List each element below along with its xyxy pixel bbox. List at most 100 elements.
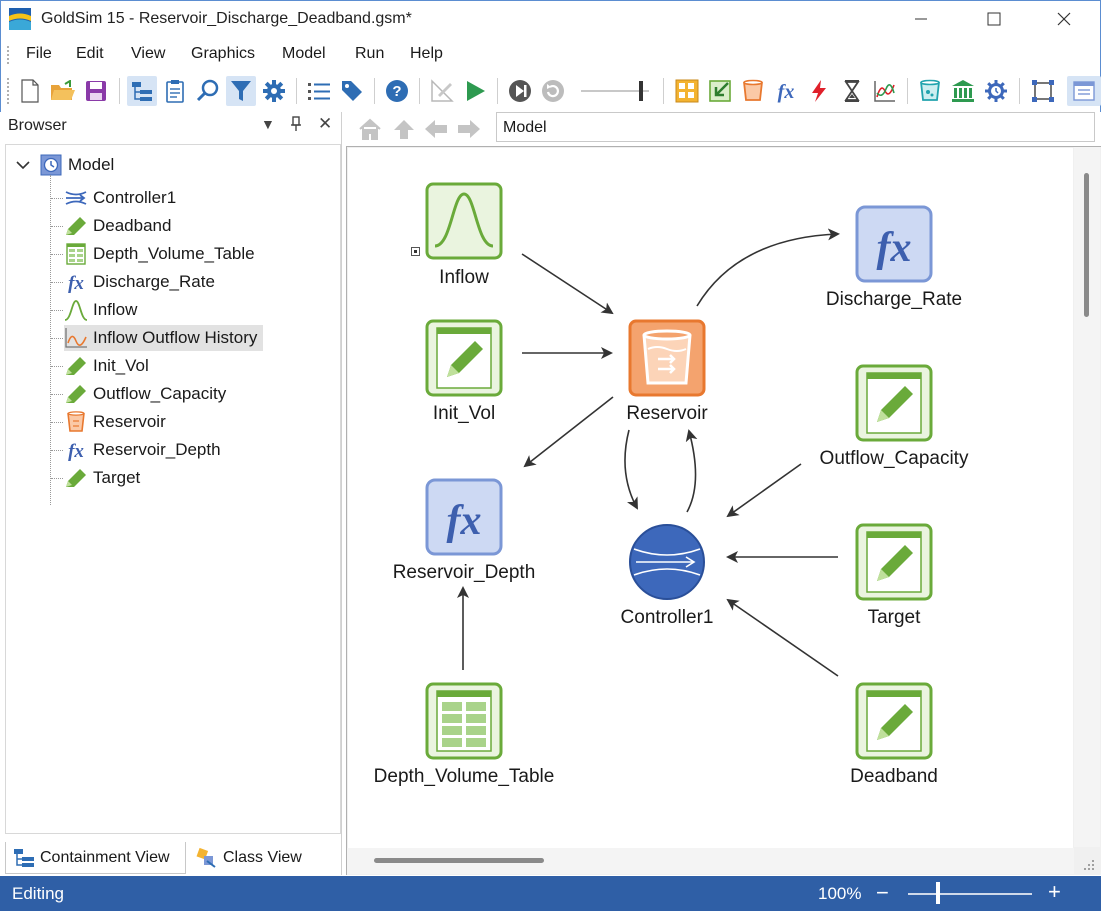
horizontal-scrollbar-thumb[interactable] — [374, 858, 544, 863]
tree-item-controller1[interactable]: Controller1 — [64, 185, 182, 211]
maximize-button[interactable] — [971, 1, 1017, 37]
reservoir-button[interactable] — [738, 76, 768, 106]
close-button[interactable] — [1041, 1, 1087, 37]
tree-item-depth-volume-table[interactable]: Depth_Volume_Table — [64, 241, 261, 267]
zoom-slider[interactable] — [908, 893, 1032, 895]
data-pencil-icon — [64, 215, 88, 237]
menu-edit[interactable]: Edit — [76, 45, 104, 62]
back-button[interactable] — [423, 116, 449, 142]
node-init-vol[interactable] — [425, 319, 503, 397]
menu-bar: File Edit View Graphics Model Run Help — [0, 38, 1101, 70]
node-controller1[interactable] — [628, 523, 706, 601]
filter-button[interactable] — [226, 76, 256, 106]
tree-item-inflow-outflow-history[interactable]: Inflow Outflow History — [64, 325, 264, 351]
vertical-scrollbar-thumb[interactable] — [1084, 173, 1089, 317]
clipboard-icon — [166, 80, 184, 103]
tree-item-outflow-capacity[interactable]: Outflow_Capacity — [64, 381, 232, 407]
containment-browser-button[interactable] — [127, 76, 157, 106]
vertical-scrollbar[interactable] — [1074, 147, 1100, 847]
step-forward-button[interactable] — [505, 76, 535, 106]
model-canvas[interactable]: Inflow Init_Vol Reservoir fx Discharge_R… — [348, 148, 1073, 848]
time-slider[interactable] — [581, 81, 649, 101]
browser-close-icon[interactable]: ✕ — [318, 114, 333, 133]
resize-grip-icon[interactable] — [1082, 858, 1096, 872]
tree-item-target[interactable]: Target — [64, 465, 146, 491]
label-discharge-rate: Discharge_Rate — [825, 289, 963, 310]
zoom-slider-thumb[interactable] — [936, 882, 940, 904]
browser-dropdown-icon[interactable]: ▼ — [261, 116, 275, 132]
tree-item-init-vol[interactable]: Init_Vol — [64, 353, 155, 379]
pencil-ruler-icon — [431, 79, 454, 102]
tab-class-view[interactable]: Class View — [189, 842, 339, 874]
new-file-button[interactable] — [15, 76, 45, 106]
node-outflow-capacity[interactable] — [855, 364, 933, 442]
edit-mode-button[interactable] — [427, 76, 457, 106]
time-slider-thumb[interactable] — [639, 81, 643, 101]
menu-run[interactable]: Run — [355, 45, 385, 62]
list-button[interactable] — [304, 76, 334, 106]
node-inflow[interactable] — [425, 182, 503, 260]
zoom-in-button[interactable]: + — [1048, 879, 1061, 904]
select-frame-button[interactable] — [1028, 76, 1058, 106]
tree-item-deadband[interactable]: Deadband — [64, 213, 177, 239]
node-discharge-rate[interactable]: fx — [855, 205, 933, 283]
pin-icon[interactable] — [290, 116, 302, 135]
chevron-down-icon[interactable] — [16, 160, 30, 170]
expression-button[interactable]: fx — [771, 76, 801, 106]
search-icon — [196, 79, 219, 102]
institution-button[interactable] — [948, 76, 978, 106]
menu-view[interactable]: View — [131, 45, 166, 62]
controller-settings-button[interactable] — [981, 76, 1011, 106]
panel-view-button[interactable] — [1067, 76, 1101, 106]
hourglass-icon — [844, 80, 860, 102]
tag-button[interactable] — [337, 76, 367, 106]
run-button[interactable] — [460, 76, 490, 106]
label-target: Target — [867, 607, 921, 628]
browser-header: Browser ▼ ✕ — [1, 112, 341, 140]
help-button[interactable]: ? — [382, 76, 412, 106]
save-button[interactable] — [81, 76, 111, 106]
horizontal-scrollbar[interactable] — [347, 848, 1074, 874]
document-name: - Reservoir_Discharge_Deadband.gsm* — [124, 10, 412, 27]
node-reservoir-depth[interactable]: fx — [425, 478, 503, 556]
tag-icon — [342, 81, 362, 101]
node-reservoir[interactable] — [628, 319, 706, 397]
node-depth-volume-table[interactable] — [425, 682, 503, 760]
find-button[interactable] — [193, 76, 223, 106]
up-button[interactable] — [391, 116, 417, 142]
options-button[interactable] — [259, 76, 289, 106]
path-field[interactable]: Model — [496, 112, 1095, 142]
container-button[interactable] — [672, 76, 702, 106]
home-button[interactable] — [357, 116, 383, 142]
time-history-result-button[interactable] — [870, 76, 900, 106]
node-target[interactable] — [855, 523, 933, 601]
minimize-button[interactable] — [898, 1, 944, 37]
pool-button[interactable] — [915, 76, 945, 106]
tree-root-label: Model — [68, 155, 115, 174]
filter-icon — [231, 81, 251, 101]
tree-item-inflow[interactable]: Inflow — [64, 297, 143, 323]
reset-button[interactable] — [538, 76, 568, 106]
tree-item-label: Target — [93, 468, 141, 487]
zoom-out-button[interactable]: − — [876, 880, 889, 905]
tree-root-model[interactable]: Model — [16, 153, 114, 177]
import-button[interactable] — [705, 76, 735, 106]
node-deadband[interactable] — [855, 682, 933, 760]
notes-button[interactable] — [160, 76, 190, 106]
forward-button[interactable] — [456, 116, 482, 142]
tree-item-reservoir[interactable]: Reservoir — [64, 409, 172, 435]
list-icon — [308, 83, 330, 100]
timer-button[interactable] — [837, 76, 867, 106]
arrow-left-icon — [425, 120, 447, 138]
menu-help[interactable]: Help — [410, 45, 443, 62]
home-icon — [359, 118, 381, 140]
menu-model[interactable]: Model — [282, 45, 326, 62]
menu-file[interactable]: File — [26, 45, 52, 62]
open-folder-icon — [51, 80, 75, 100]
tab-containment-view[interactable]: Containment View — [5, 842, 186, 874]
event-button[interactable] — [804, 76, 834, 106]
open-button[interactable] — [48, 76, 78, 106]
menu-graphics[interactable]: Graphics — [191, 45, 256, 62]
